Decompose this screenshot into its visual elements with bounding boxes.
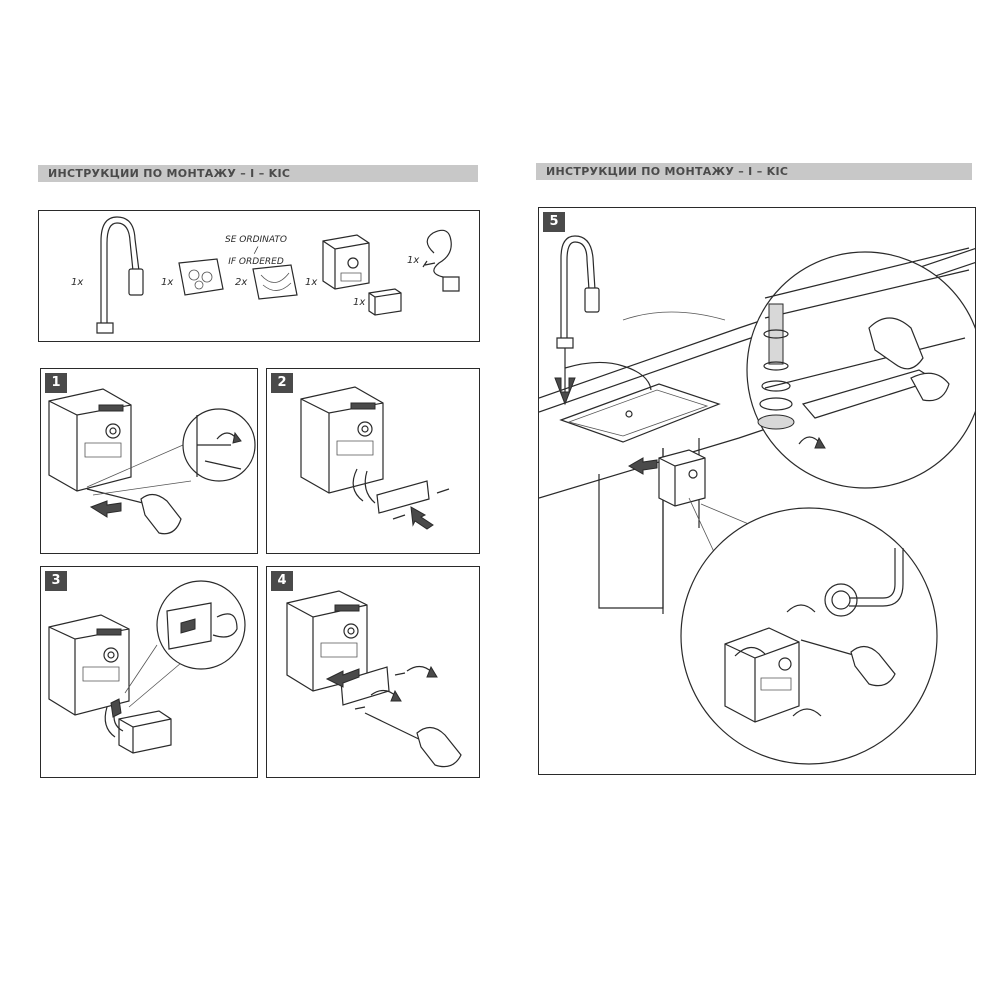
arrow-icon bbox=[111, 699, 121, 717]
step-5-panel: 5 bbox=[538, 207, 976, 775]
screw bbox=[355, 673, 405, 709]
package-contents-box: 1x 1x SE ORDINATO / IF ORDERED 2x 1x 1x … bbox=[38, 210, 480, 342]
step-2-panel: 2 bbox=[266, 368, 480, 554]
hand-icon bbox=[213, 614, 237, 637]
step-4-illustration bbox=[267, 567, 480, 778]
step-5-badge: 5 bbox=[543, 212, 565, 232]
faucet-qty: 1x bbox=[71, 277, 84, 288]
detail-magnifier-top bbox=[623, 248, 975, 488]
step-1-panel: 1 bbox=[40, 368, 258, 554]
hand-icon bbox=[141, 494, 181, 533]
screw bbox=[437, 489, 449, 493]
control-box-icon bbox=[287, 591, 367, 691]
detail-magnifier-bottom bbox=[681, 498, 937, 764]
right-page-header: ИНСТРУКЦИИ ПО МОНТАЖУ – I – KIC bbox=[536, 163, 972, 180]
battery-icon bbox=[369, 289, 401, 315]
step-2-illustration bbox=[267, 369, 480, 554]
step-5-illustration bbox=[539, 208, 975, 775]
step-1-illustration bbox=[41, 369, 258, 554]
hand-icon bbox=[869, 318, 923, 369]
parts-bag-icon bbox=[179, 259, 223, 295]
ordered-line-1: SE ORDINATO / bbox=[225, 235, 287, 256]
cover-plate bbox=[377, 481, 429, 513]
control-box-icon bbox=[301, 387, 383, 503]
battery-icon bbox=[119, 711, 171, 753]
step-4-panel: 4 bbox=[266, 566, 480, 778]
adapter-qty: 1x bbox=[407, 255, 420, 266]
hand-icon bbox=[911, 373, 949, 400]
screw bbox=[393, 515, 405, 519]
right-header-text: ИНСТРУКЦИИ ПО МОНТАЖУ – I – KIC bbox=[546, 165, 789, 178]
step-1-badge: 1 bbox=[45, 373, 67, 393]
battery-qty: 1x bbox=[353, 297, 366, 308]
step-4-badge: 4 bbox=[271, 571, 293, 591]
ordered-line-2: IF ORDERED bbox=[228, 257, 284, 267]
step-3-illustration bbox=[41, 567, 258, 778]
left-page-header: ИНСТРУКЦИИ ПО МОНТАЖУ – I – KIC bbox=[38, 165, 478, 182]
rotate-arrow-icon bbox=[735, 647, 765, 656]
arrow-icon bbox=[411, 507, 433, 529]
rotate-arrow-icon bbox=[787, 605, 815, 612]
faucet-icon bbox=[557, 236, 651, 398]
detail-magnifier bbox=[125, 581, 245, 707]
faucet-icon bbox=[97, 217, 143, 333]
hand-icon bbox=[851, 646, 895, 685]
step-3-badge: 3 bbox=[45, 571, 67, 591]
control-box-icon bbox=[323, 235, 369, 289]
package-contents-illustration bbox=[39, 211, 480, 342]
power-adapter-icon bbox=[423, 230, 459, 291]
arrow-icon bbox=[629, 458, 657, 474]
screwdriver-icon bbox=[801, 640, 857, 656]
detail-magnifier bbox=[87, 409, 255, 495]
control-box-icon bbox=[659, 450, 705, 506]
arrow-icon bbox=[91, 501, 121, 517]
control-box-icon bbox=[49, 389, 131, 491]
screwdriver-icon bbox=[87, 489, 151, 505]
step-3-panel: 3 bbox=[40, 566, 258, 778]
hand-icon bbox=[417, 727, 461, 766]
control-box-qty: 1x bbox=[305, 277, 318, 288]
arrow-icon bbox=[181, 619, 195, 633]
control-box-icon bbox=[49, 615, 129, 715]
ordered-label: SE ORDINATO / IF ORDERED bbox=[225, 235, 287, 268]
parts-bag-qty: 1x bbox=[161, 277, 174, 288]
rotate-arrow-icon bbox=[793, 709, 821, 716]
arrow-icon bbox=[555, 378, 575, 404]
left-header-text: ИНСТРУКЦИИ ПО МОНТАЖУ – I – KIC bbox=[48, 167, 291, 180]
screwdriver-icon bbox=[365, 713, 427, 743]
hose-icon bbox=[253, 265, 297, 299]
arrow-icon bbox=[327, 669, 359, 687]
step-2-badge: 2 bbox=[271, 373, 293, 393]
hoses-qty: 2x bbox=[235, 277, 248, 288]
